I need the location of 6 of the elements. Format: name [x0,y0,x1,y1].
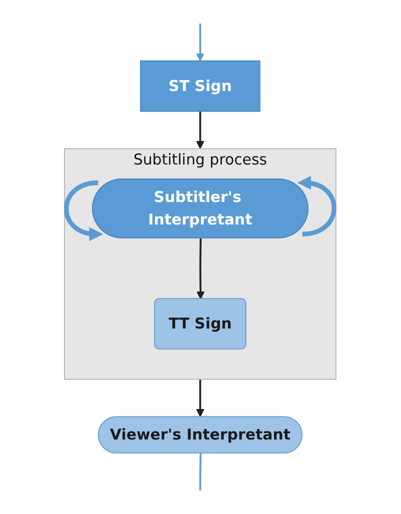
node-box: ST Sign [140,60,261,112]
arrow [196,238,205,300]
arrow [196,379,205,418]
arrow [196,24,205,62]
arrow [196,111,205,150]
connector [200,454,202,490]
